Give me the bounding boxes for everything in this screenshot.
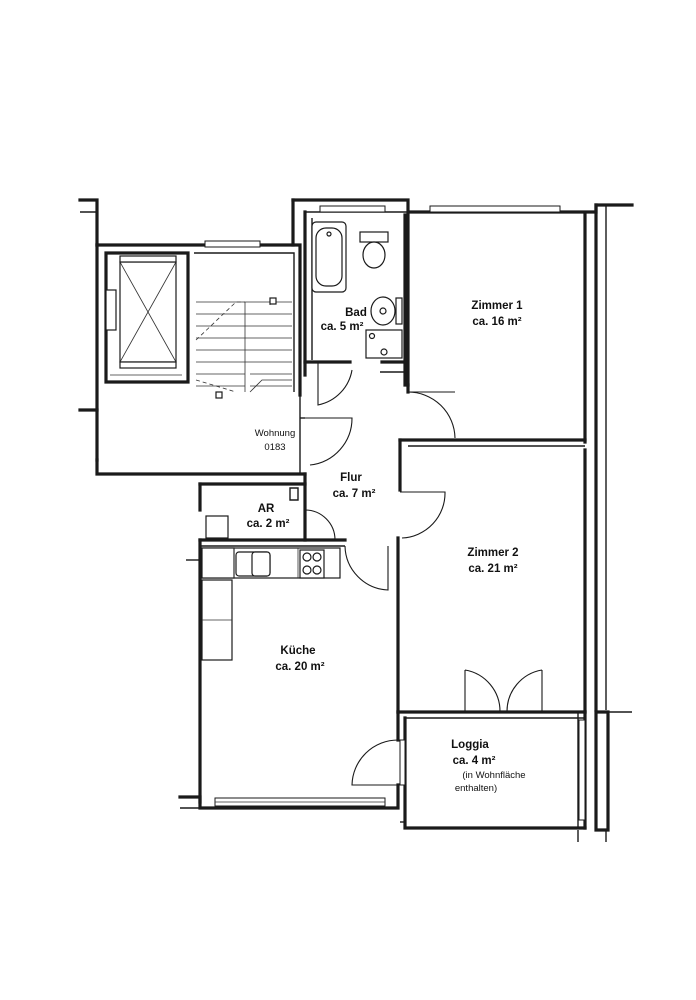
room-area-ar: ca. 2 m² <box>247 518 290 530</box>
bath-fixtures <box>311 221 403 359</box>
room-labels: Bad ca. 5 m² Zimmer 1 ca. 16 m² Wohnung … <box>247 300 526 794</box>
doors <box>304 362 543 786</box>
room-name-zimmer-1: Zimmer 1 <box>471 300 523 312</box>
kitchen-counter <box>201 515 341 661</box>
room-area-flur: ca. 7 m² <box>333 488 376 500</box>
room-name-zimmer-2: Zimmer 2 <box>467 547 518 559</box>
windows <box>204 205 586 821</box>
room-area-loggia: ca. 4 m² <box>453 755 496 767</box>
apartment-number: 0183 <box>264 442 285 453</box>
room-name-kueche: Küche <box>280 645 315 657</box>
room-area-kueche: ca. 20 m² <box>275 661 324 673</box>
staircase <box>195 297 292 399</box>
apartment-label: Wohnung <box>255 428 296 439</box>
room-name-loggia: Loggia <box>451 739 489 751</box>
room-area-zimmer-1: ca. 16 m² <box>472 316 521 328</box>
room-note-loggia-2: enthalten) <box>455 783 497 794</box>
elevator <box>105 255 182 376</box>
room-name-bad: Bad <box>345 307 367 319</box>
room-note-loggia-1: (in Wohnfläche <box>462 770 525 781</box>
room-name-ar: AR <box>258 503 275 515</box>
room-area-bad: ca. 5 m² <box>321 321 364 333</box>
room-name-flur: Flur <box>340 472 362 484</box>
room-area-zimmer-2: ca. 21 m² <box>468 563 517 575</box>
